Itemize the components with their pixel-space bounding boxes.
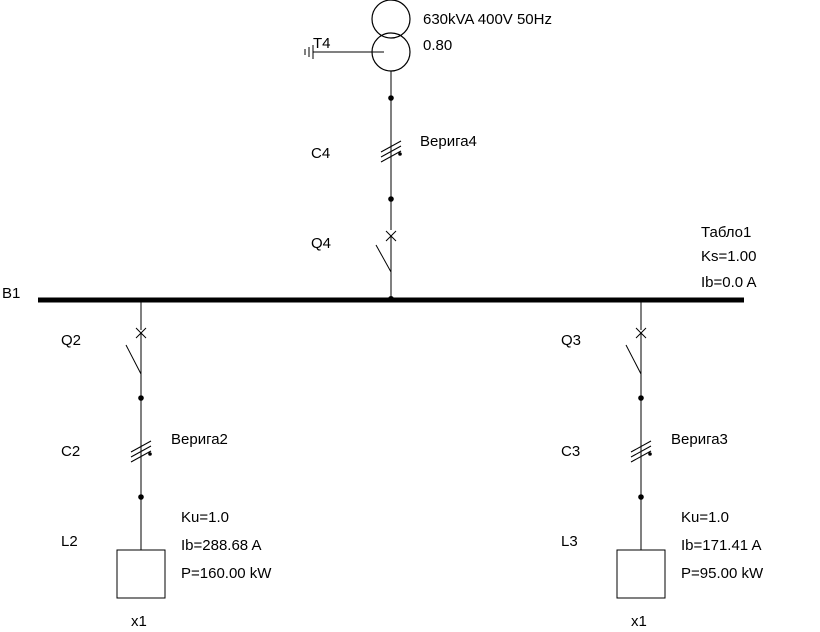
- breaker-q2-label: Q2: [61, 332, 81, 349]
- load-l3-power: P=95.00 kW: [681, 565, 764, 582]
- feeder-l3: [616, 300, 666, 599]
- breaker-q2-symbol[interactable]: [125, 327, 147, 375]
- cable-c2-label: C2: [61, 443, 80, 460]
- cable-c3-label: C3: [561, 443, 580, 460]
- node-dot: [638, 494, 644, 500]
- transformer-power-factor: 0.80: [423, 37, 452, 54]
- panel-ks: Ks=1.00: [701, 248, 756, 265]
- transformer-primary-winding: [371, 0, 411, 39]
- load-l2-label: L2: [61, 533, 78, 550]
- transformer-t4[interactable]: [371, 0, 411, 72]
- breaker-q3-symbol[interactable]: [625, 327, 647, 375]
- node-dot: [638, 395, 644, 401]
- breaker-q3-label: Q3: [561, 332, 581, 349]
- feeder-l2: [116, 300, 166, 599]
- load-l2-ku: Ku=1.0: [181, 509, 229, 526]
- node-dot: [138, 494, 144, 500]
- breaker-q4-label: Q4: [311, 235, 331, 252]
- cable-c2-name: Верига2: [171, 431, 228, 448]
- load-l3-label: L3: [561, 533, 578, 550]
- load-l3-ku: Ku=1.0: [681, 509, 729, 526]
- load-l2-box[interactable]: [116, 549, 166, 599]
- cable-c4-symbol[interactable]: [380, 140, 402, 163]
- cable-c2-symbol[interactable]: [130, 440, 152, 463]
- cable-c3-symbol[interactable]: [630, 440, 652, 463]
- breaker-q4-symbol[interactable]: [375, 230, 397, 299]
- transformer-rating: 630kVA 400V 50Hz: [423, 11, 552, 28]
- load-l3-box[interactable]: [616, 549, 666, 599]
- node-dot: [388, 95, 394, 101]
- transformer-label: T4: [313, 35, 331, 52]
- earth-symbol: [304, 45, 384, 59]
- node-dot: [138, 395, 144, 401]
- panel-name: Табло1: [701, 224, 751, 241]
- cable-c4-label: C4: [311, 145, 330, 162]
- cable-c3-name: Верига3: [671, 431, 728, 448]
- panel-ib: Ib=0.0 A: [701, 274, 756, 291]
- load-l2-power: P=160.00 kW: [181, 565, 272, 582]
- load-l2-multiplier: x1: [131, 613, 147, 630]
- load-l3-ib: Ib=171.41 A: [681, 537, 762, 554]
- node-dot: [388, 196, 394, 202]
- load-l2-ib: Ib=288.68 A: [181, 537, 262, 554]
- cable-c4-name: Верига4: [420, 133, 477, 150]
- busbar-label: B1: [2, 285, 20, 302]
- load-l3-multiplier: x1: [631, 613, 647, 630]
